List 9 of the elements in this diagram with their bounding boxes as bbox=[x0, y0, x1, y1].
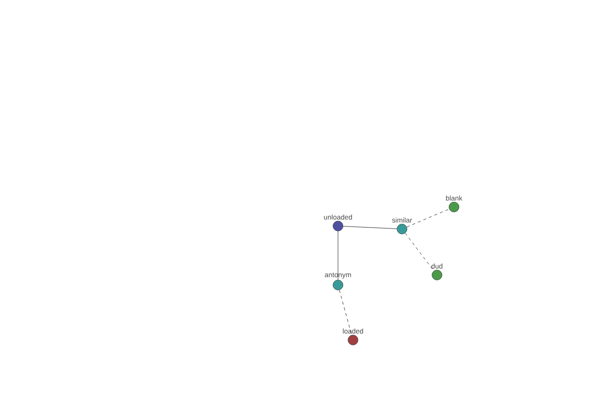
connector-line bbox=[343, 226, 397, 229]
graph-node bbox=[390, 216, 414, 234]
graph-node bbox=[430, 262, 444, 280]
connector-line bbox=[406, 208, 450, 228]
connector-line bbox=[339, 290, 352, 336]
graph-node bbox=[444, 194, 464, 212]
graph-node bbox=[322, 213, 354, 232]
connector-line bbox=[404, 232, 434, 272]
graph-node bbox=[342, 327, 365, 346]
